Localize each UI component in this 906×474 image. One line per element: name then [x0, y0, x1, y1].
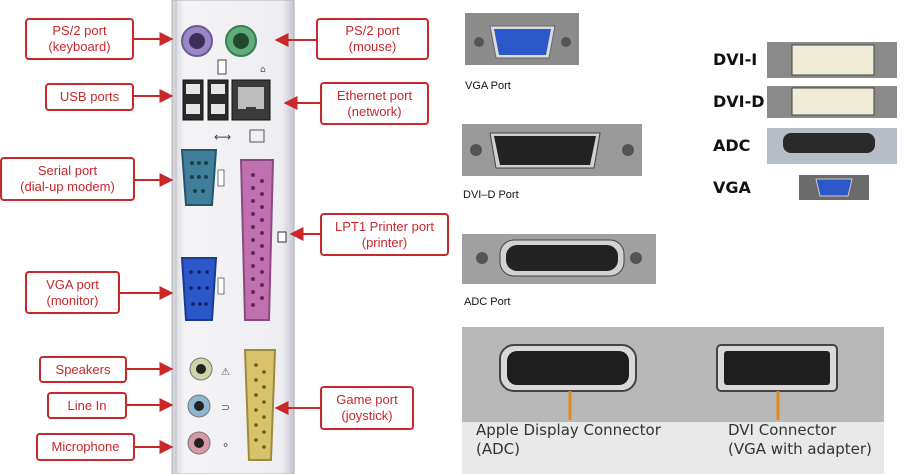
adc-port-photo [462, 234, 656, 284]
adc-dvi-comparison-photo [462, 327, 884, 474]
callout-serial: Serial port (dial-up modem) [0, 157, 135, 201]
caption-dvi-d-port: DVI–D Port [463, 189, 519, 201]
svg-text:⟷: ⟷ [214, 130, 231, 144]
callout-game-port: Game port (joystick) [320, 386, 414, 430]
caption-dvi-connector: DVI Connector (VGA with adapter) [728, 421, 872, 458]
callout-line-in: Line In [47, 392, 127, 419]
callout-microphone: Microphone [36, 433, 135, 461]
callout-vga-monitor: VGA port (monitor) [25, 271, 120, 314]
speakers-jack [189, 357, 213, 381]
callout-ps2-keyboard: PS/2 port (keyboard) [25, 18, 134, 60]
parallel-port [239, 159, 275, 321]
dvi-d-connector-image [767, 86, 897, 118]
microphone-jack [187, 431, 211, 455]
serial-port [180, 149, 218, 206]
callout-lpt1: LPT1 Printer port (printer) [320, 213, 449, 256]
label-dvi-d: DVI-D [713, 92, 765, 111]
dvi-d-port-photo [462, 124, 642, 176]
vga-port-photo [465, 13, 579, 65]
dvi-i-connector-image [767, 42, 897, 78]
caption-adc-port: ADC Port [464, 296, 511, 308]
svg-text:⌂: ⌂ [260, 65, 266, 75]
svg-text:⚬: ⚬ [221, 439, 230, 452]
label-adc: ADC [713, 136, 751, 155]
callout-arrows [120, 32, 320, 454]
game-port [243, 349, 277, 461]
callout-ps2-mouse: PS/2 port (mouse) [316, 18, 429, 60]
callout-usb: USB ports [45, 83, 134, 111]
line-in-jack [187, 394, 211, 418]
ps2-keyboard-port [181, 25, 213, 57]
label-dvi-i: DVI-I [713, 50, 758, 69]
label-vga: VGA [713, 178, 751, 197]
callout-speakers: Speakers [39, 356, 127, 383]
caption-apple-display-connector: Apple Display Connector (ADC) [476, 421, 661, 458]
svg-text:⚠: ⚠ [221, 367, 230, 378]
caption-vga-port: VGA Port [465, 80, 511, 92]
svg-text:⊃: ⊃ [221, 401, 230, 414]
callout-ethernet: Ethernet port (network) [320, 82, 429, 125]
ps2-mouse-port [225, 25, 257, 57]
vga-monitor-port [180, 257, 218, 321]
ethernet-port [231, 79, 271, 121]
vga-connector-image [799, 175, 869, 200]
usb-ports [182, 79, 229, 121]
adc-connector-image [767, 128, 897, 164]
